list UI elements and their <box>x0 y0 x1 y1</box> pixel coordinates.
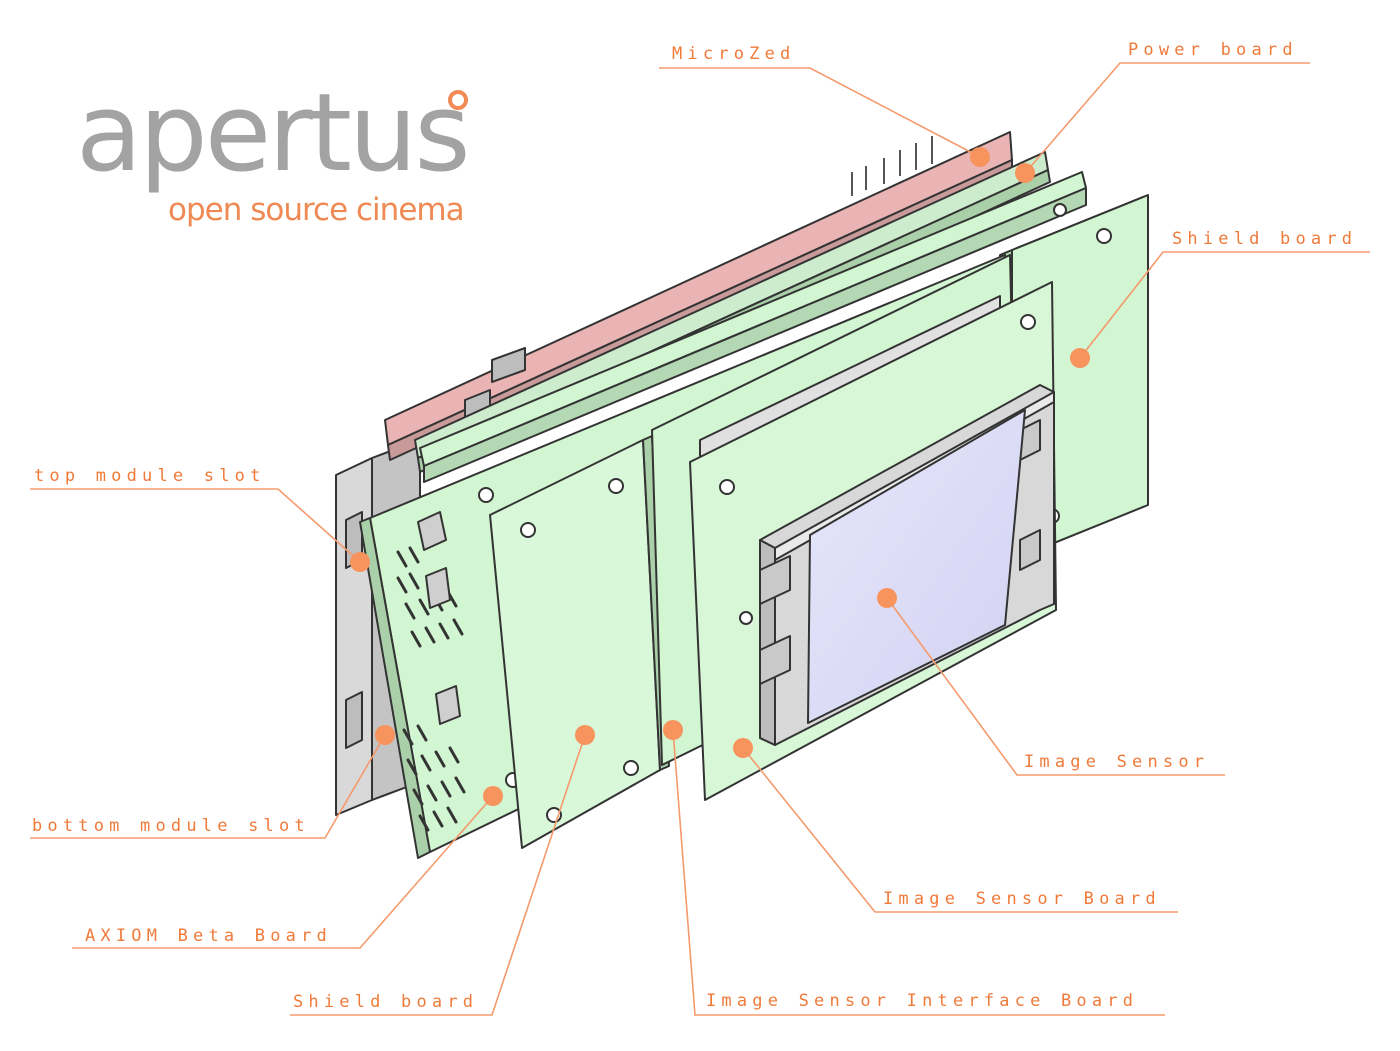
dot-image-sensor-interface-board <box>663 720 683 740</box>
leader-bottom-module-slot <box>30 734 386 839</box>
dot-axiom-beta-board <box>483 786 503 806</box>
dot-power-board <box>1015 163 1035 183</box>
label-image-sensor: Image Sensor <box>1024 752 1210 772</box>
leader-power-board <box>1024 62 1310 174</box>
leader-shield-board-bottom <box>290 734 586 1016</box>
image-sensor <box>807 409 1026 724</box>
apertus-logo-tagline: open source cinema <box>168 192 465 228</box>
label-image-sensor-interface-board: Image Sensor Interface Board <box>706 991 1139 1011</box>
label-microzed: MicroZed <box>672 44 796 64</box>
leader-image-sensor-interface-board <box>672 729 1165 1016</box>
dot-image-sensor-board <box>733 738 753 758</box>
callout-dots <box>350 147 1090 806</box>
label-axiom-beta-board: AXIOM Beta Board <box>85 926 332 946</box>
main-stack-board <box>419 171 1087 483</box>
leader-microzed <box>659 67 981 158</box>
leader-image-sensor <box>886 597 1225 776</box>
label-shield-board-bottom: Shield board <box>293 992 479 1012</box>
leader-top-module-slot <box>30 488 361 563</box>
dot-shield-board-bottom <box>575 725 595 745</box>
dot-shield-board-top <box>1070 348 1090 368</box>
leader-axiom-beta-board <box>72 795 494 949</box>
dot-image-sensor <box>877 588 897 608</box>
label-image-sensor-board: Image Sensor Board <box>883 889 1161 909</box>
leader-shield-board-top <box>1079 251 1370 359</box>
label-top-module-slot: top module slot <box>34 466 266 486</box>
dot-microzed <box>970 147 990 167</box>
shield-board-left <box>489 435 670 849</box>
leader-image-sensor-board <box>742 747 1178 913</box>
logo-ring-icon <box>448 90 468 110</box>
apertus-logo-wordmark: apertus <box>76 71 471 196</box>
label-shield-board-top: Shield board <box>1172 229 1358 249</box>
leader-lines <box>30 62 1370 1016</box>
label-power-board: Power board <box>1128 40 1298 60</box>
dot-top-module-slot <box>350 552 370 572</box>
label-bottom-module-slot: bottom module slot <box>32 816 310 836</box>
dot-bottom-module-slot <box>375 725 395 745</box>
